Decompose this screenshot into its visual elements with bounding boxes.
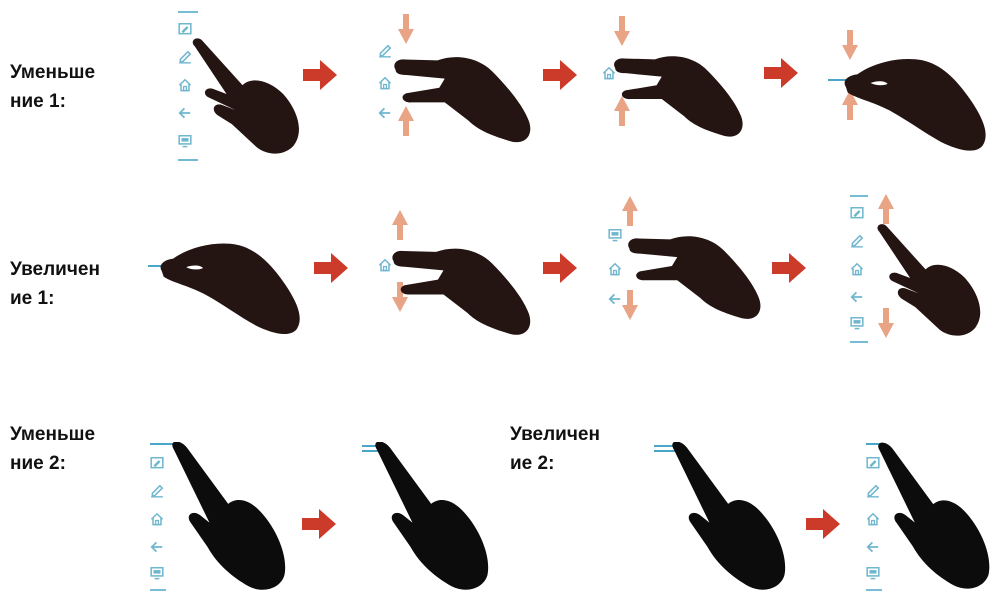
pen-icon <box>179 52 191 63</box>
pinch-hand-icon <box>628 236 760 319</box>
back-icon <box>852 292 863 301</box>
pointing-hand-icon <box>878 443 989 589</box>
back-icon <box>380 108 391 117</box>
display-icon <box>609 230 621 241</box>
enlarge1-step4 <box>846 192 994 348</box>
pinch-up-arrow-icon <box>398 106 414 136</box>
enlarge1-step3 <box>606 194 766 324</box>
closed-hand-icon <box>161 244 300 334</box>
pointing-hand-icon <box>672 441 785 589</box>
back-icon <box>152 542 163 551</box>
shrink1-step1 <box>170 8 310 168</box>
shrink2-step2 <box>360 440 500 594</box>
next-arrow-icon <box>314 253 348 283</box>
edit-icon <box>851 208 863 218</box>
expand-up-arrow-icon <box>878 194 894 224</box>
next-arrow-icon <box>302 509 336 539</box>
edit-icon <box>867 458 879 468</box>
pen-icon <box>851 236 863 247</box>
next-arrow-icon <box>772 253 806 283</box>
shrink2-step1 <box>148 440 298 594</box>
edit-icon <box>179 24 191 34</box>
home-icon <box>379 260 390 271</box>
pinch-hand-icon <box>394 57 530 142</box>
closed-hand-icon <box>845 59 986 151</box>
pinch-up-arrow-icon <box>614 96 630 126</box>
pointing-hand-icon <box>375 441 488 589</box>
expand-up-arrow-icon <box>622 196 638 226</box>
display-icon <box>179 136 191 147</box>
shrink1-step2 <box>376 10 536 160</box>
edit-icon <box>151 458 163 468</box>
pen-icon <box>379 46 391 57</box>
shrink1-step3 <box>600 14 750 154</box>
next-arrow-icon <box>543 253 577 283</box>
enlarge1-step2 <box>376 208 536 352</box>
pointing-hand-icon <box>172 441 285 589</box>
back-icon <box>180 108 191 117</box>
home-icon <box>379 78 390 89</box>
back-icon <box>610 294 621 303</box>
pinch-down-arrow-icon <box>614 16 630 46</box>
home-icon <box>603 68 614 79</box>
home-icon <box>851 264 862 275</box>
next-arrow-icon <box>543 60 577 90</box>
back-icon <box>868 542 879 551</box>
home-icon <box>867 514 878 525</box>
enlarge1-step1 <box>148 224 308 344</box>
toolbar-full <box>178 12 198 160</box>
pen-icon <box>867 486 879 497</box>
label-shrink-1: Уменьше ние 1: <box>10 58 95 116</box>
expand-down-arrow-icon <box>622 290 638 320</box>
display-icon <box>851 318 863 329</box>
label-shrink-2: Уменьше ние 2: <box>10 420 95 478</box>
pinch-hand-icon <box>392 249 530 335</box>
expand-up-arrow-icon <box>392 210 408 240</box>
display-icon <box>867 568 879 579</box>
enlarge2-step2 <box>862 440 996 594</box>
pointing-hand-icon <box>877 224 980 336</box>
home-icon <box>151 514 162 525</box>
pointing-hand-icon <box>193 38 299 153</box>
pinch-down-arrow-icon <box>398 14 414 44</box>
home-icon <box>179 80 190 91</box>
pinch-down-arrow-icon <box>842 30 858 60</box>
display-icon <box>151 568 163 579</box>
label-enlarge-2: Увеличен ие 2: <box>510 420 600 478</box>
pinch-hand-icon <box>614 56 743 136</box>
pen-icon <box>151 486 163 497</box>
next-arrow-icon <box>806 509 840 539</box>
expand-down-arrow-icon <box>878 308 894 338</box>
home-icon <box>609 264 620 275</box>
enlarge2-step1 <box>652 440 802 594</box>
next-arrow-icon <box>303 60 337 90</box>
label-enlarge-1: Увеличен ие 1: <box>10 255 100 313</box>
next-arrow-icon <box>764 58 798 88</box>
shrink1-step4 <box>826 26 994 162</box>
